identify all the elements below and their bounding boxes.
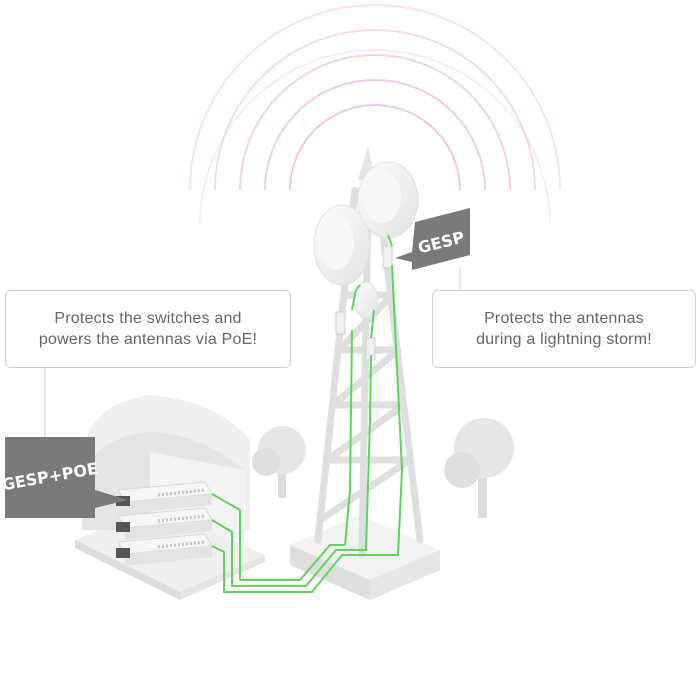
callout-right-line2: during a lightning storm! (476, 331, 652, 348)
callout-connectors (44, 268, 461, 437)
green-cables (211, 234, 403, 593)
callout-left-line1: Protects the switches and (54, 310, 242, 327)
gesp-tag: GESP (395, 208, 470, 270)
antennas (313, 161, 419, 319)
network-switches (116, 481, 213, 566)
callout-left-line2: powers the antennas via PoE! (38, 331, 258, 348)
callout-antenna-protection: Protects the antennas during a lightning… (432, 290, 696, 368)
callout-switch-protection: Protects the switches and powers the ant… (5, 290, 291, 368)
antenna-dish-right (357, 161, 419, 239)
tree-left (252, 426, 306, 498)
antenna-dish-left (313, 204, 371, 286)
signal-waves (189, 4, 561, 226)
callout-right-line1: Protects the antennas (484, 310, 644, 327)
tree-right (444, 418, 514, 518)
gesp-poe-tag: GESP+POE (1, 437, 128, 518)
